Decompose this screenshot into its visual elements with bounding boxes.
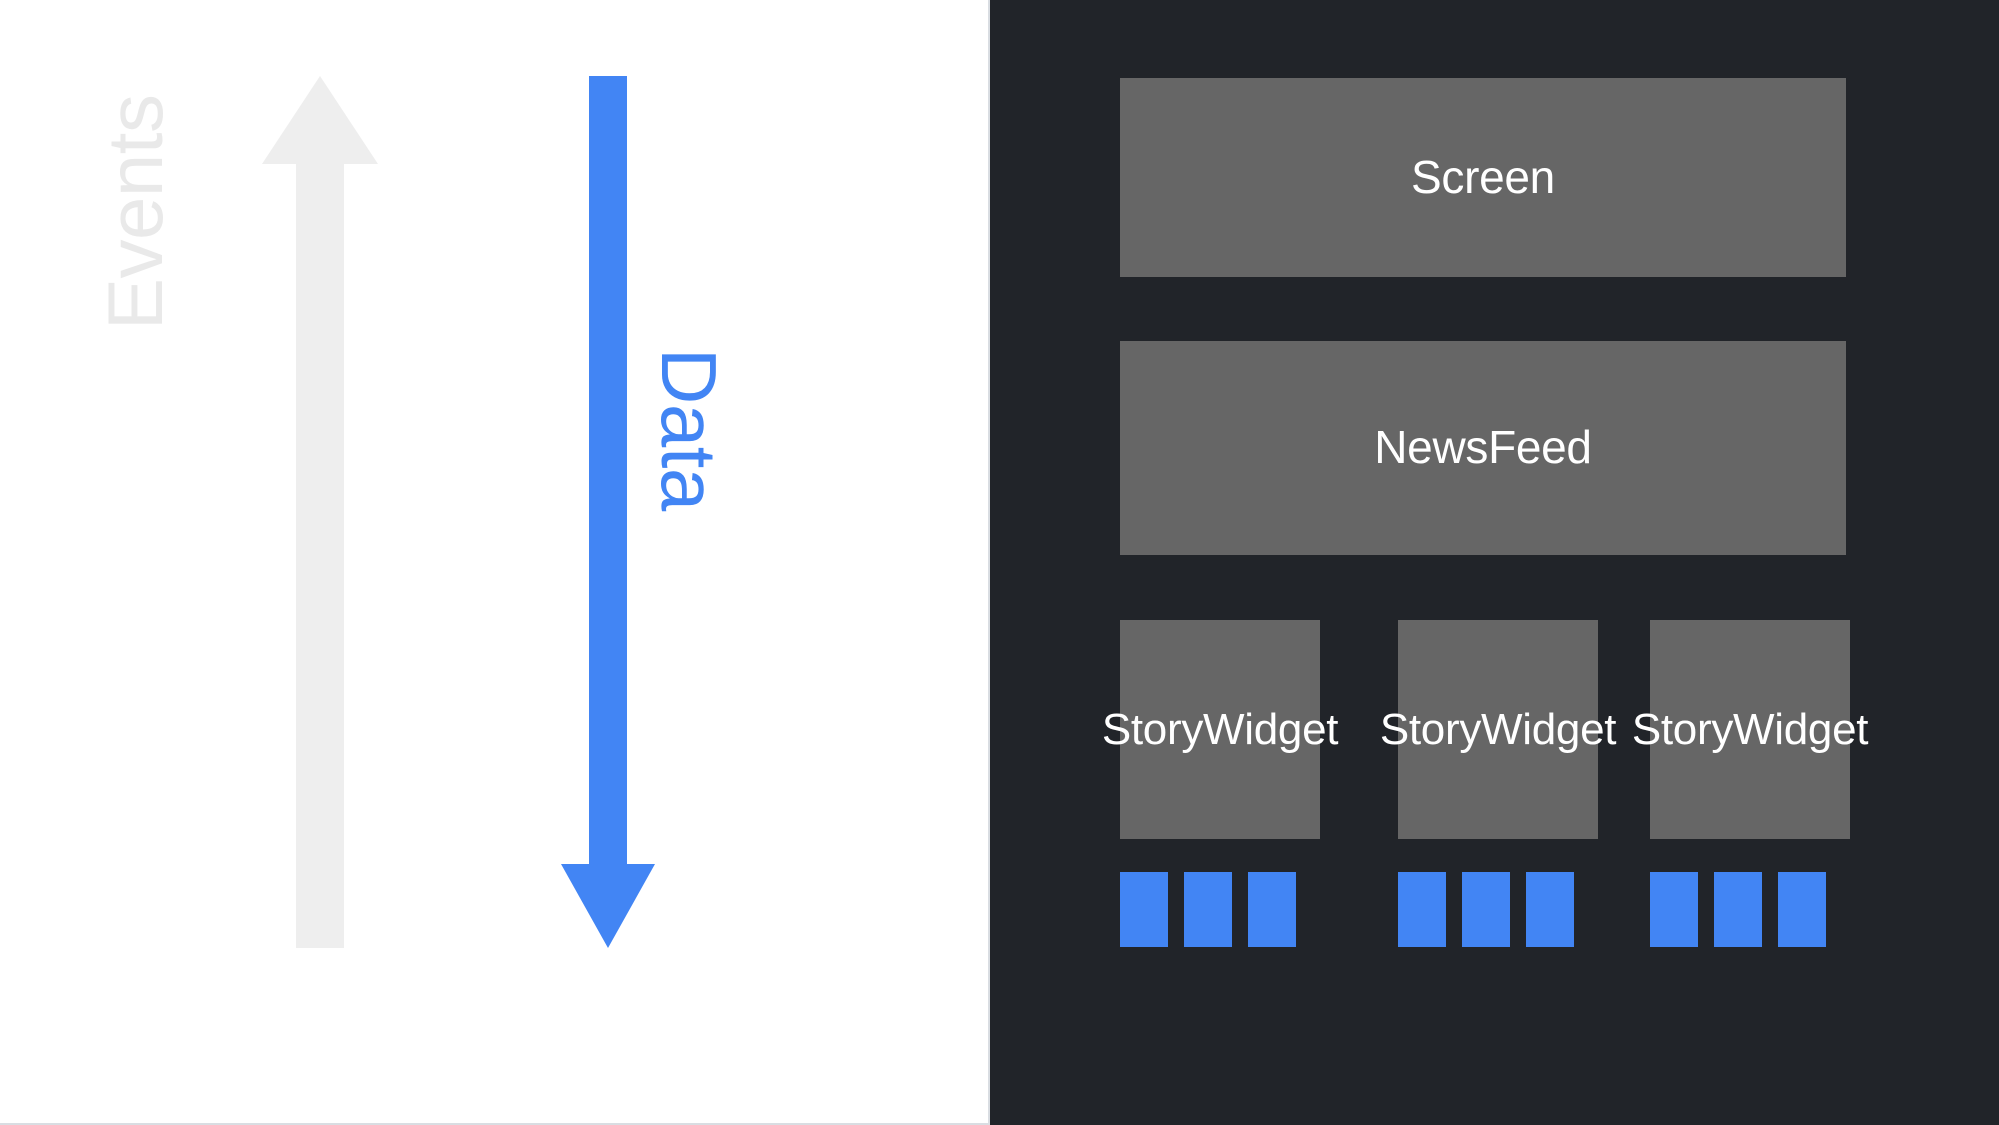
leaf-node[interactable] bbox=[1120, 872, 1168, 947]
story-column-1: Story Widget bbox=[990, 0, 1999, 1125]
story-widget-line1: Story bbox=[1379, 704, 1482, 754]
node-newsfeed[interactable]: NewsFeed bbox=[1120, 341, 1846, 555]
leaf-node[interactable] bbox=[1184, 872, 1232, 947]
events-arrow-icon bbox=[262, 76, 378, 948]
story-column-2: Story Widget bbox=[990, 0, 1999, 1125]
story-widget-line2: Widget bbox=[1481, 704, 1617, 754]
leaf-node[interactable] bbox=[1714, 872, 1762, 947]
story-column-3: Story Widget bbox=[990, 0, 1999, 1125]
leaf-row-2 bbox=[1398, 872, 1574, 947]
story-widget-line1: Story bbox=[1101, 704, 1204, 754]
leaf-node[interactable] bbox=[1462, 872, 1510, 947]
node-story-widget-1[interactable]: Story Widget bbox=[1102, 620, 1338, 839]
node-story-widget-2[interactable]: Story Widget bbox=[1380, 620, 1616, 839]
leaf-node[interactable] bbox=[1526, 872, 1574, 947]
leaf-node[interactable] bbox=[1398, 872, 1446, 947]
events-label: Events bbox=[91, 94, 179, 330]
story-widget-line2: Widget bbox=[1733, 704, 1869, 754]
leaf-row-1 bbox=[1120, 872, 1296, 947]
component-tree-pane: Screen NewsFeed Story Widget Story Widge… bbox=[990, 0, 1999, 1125]
leaf-node[interactable] bbox=[1650, 872, 1698, 947]
data-label: Data bbox=[645, 348, 733, 511]
leaf-node[interactable] bbox=[1778, 872, 1826, 947]
data-arrow-icon bbox=[561, 76, 655, 948]
node-story-widget-3[interactable]: Story Widget bbox=[1632, 620, 1868, 839]
leaf-row-3 bbox=[1650, 872, 1826, 947]
flow-direction-pane: Events Data bbox=[0, 0, 990, 1125]
story-widget-line1: Story bbox=[1631, 704, 1734, 754]
node-screen[interactable]: Screen bbox=[1120, 78, 1846, 277]
story-widget-line2: Widget bbox=[1203, 704, 1339, 754]
leaf-node[interactable] bbox=[1248, 872, 1296, 947]
